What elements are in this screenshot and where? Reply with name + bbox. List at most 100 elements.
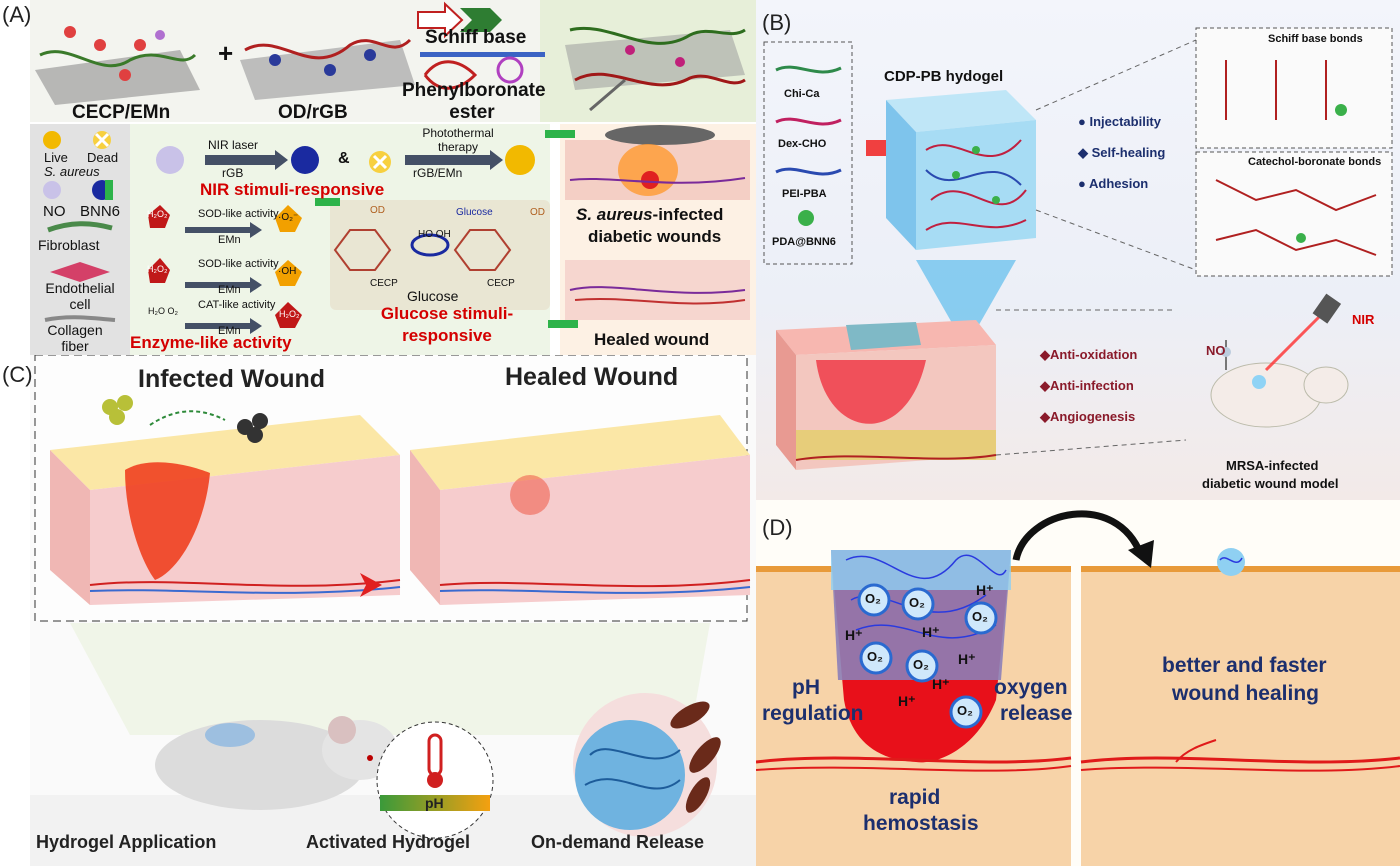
property-injectability: ● Injectability bbox=[1078, 114, 1161, 129]
model-line1: MRSA-infected bbox=[1226, 458, 1319, 473]
enzyme-title: Enzyme-like activity bbox=[130, 333, 292, 352]
legend-fibroblast: Fibroblast bbox=[38, 237, 100, 253]
panel-d-artwork bbox=[756, 510, 1400, 866]
h2o-o2: H₂O O₂ bbox=[148, 306, 178, 316]
infected-wound-line2: diabetic wounds bbox=[588, 227, 722, 246]
emn-1: EMn bbox=[218, 234, 241, 246]
glucose-label: Glucose bbox=[407, 288, 459, 304]
hydrogel-title: CDP-PB hydogel bbox=[884, 68, 1004, 85]
oxygen-release-line1: oxygen bbox=[994, 676, 1068, 699]
ph-regulation-line2: regulation bbox=[762, 702, 864, 725]
healed-wound-label: Healed wound bbox=[594, 330, 710, 349]
rgb-emn-label: rGB/EMn bbox=[413, 166, 463, 180]
h-plus-5: H⁺ bbox=[932, 676, 950, 692]
h-plus-6: H⁺ bbox=[898, 693, 916, 709]
panel-a-artwork bbox=[30, 0, 756, 355]
caption-activated-hydrogel: Activated Hydrogel bbox=[306, 832, 471, 852]
better-line1: better and faster bbox=[1162, 654, 1327, 677]
legend-live: Live bbox=[44, 150, 68, 165]
property-self-healing: ◆ Self-healing bbox=[1078, 145, 1166, 160]
model-line2: diabetic wound model bbox=[1202, 476, 1339, 491]
caption-on-demand-release: On-demand Release bbox=[531, 832, 705, 852]
effect-anti-oxidation: ◆Anti-oxidation bbox=[1040, 347, 1138, 362]
effect-anti-infection-text: Anti-infection bbox=[1050, 378, 1134, 393]
legend-chi-ca: Chi-Ca bbox=[784, 88, 820, 100]
ph-label: pH bbox=[425, 795, 444, 811]
legend-pei-pba: PEI-PBA bbox=[782, 188, 827, 200]
od-rgb-label: OD/rGB bbox=[278, 102, 348, 123]
property-adhesion-text: Adhesion bbox=[1088, 176, 1149, 191]
ho-oh-label: HO OH bbox=[418, 229, 451, 240]
legend-collagen: Collagen fiber bbox=[47, 322, 103, 354]
panel-b-artwork bbox=[763, 27, 1393, 470]
h2o2-2: H₂O₂ bbox=[147, 264, 168, 274]
h2o2-1: H₂O₂ bbox=[147, 209, 168, 219]
legend-dex-cho: Dex-CHO bbox=[778, 138, 827, 150]
schiff-bonds-title: Schiff base bonds bbox=[1268, 33, 1363, 45]
nir-stimuli-title: NIR stimuli-responsive bbox=[200, 180, 385, 199]
better-line2: wound healing bbox=[1172, 682, 1319, 705]
legend-pda-bnn6: PDA@BNN6 bbox=[772, 236, 836, 248]
infected-wound-title: S. aureus-infected bbox=[576, 205, 723, 225]
ph-regulation-line1: pH bbox=[792, 676, 820, 699]
healed-wound-heading: Healed Wound bbox=[505, 363, 679, 391]
effect-angiogenesis: ◆Angiogenesis bbox=[1040, 409, 1136, 424]
infected-italic: S. aureus bbox=[576, 205, 653, 224]
property-self-healing-text: Self-healing bbox=[1091, 145, 1166, 160]
photothermal-label: Photothermal therapy bbox=[422, 126, 494, 154]
panel-a-letter: (A) bbox=[2, 2, 32, 27]
rgb-label: rGB bbox=[222, 166, 244, 180]
nir-laser-label: NIR laser bbox=[208, 138, 259, 152]
legend-endothelial: Endothelial cell bbox=[45, 280, 115, 312]
infected-wound-heading: Infected Wound bbox=[138, 365, 326, 393]
o2-label-1: O₂ bbox=[865, 591, 881, 606]
legend-bnn6: BNN6 bbox=[80, 203, 121, 220]
plus-sign: + bbox=[218, 38, 234, 68]
ampersand: & bbox=[338, 150, 350, 167]
phenylboronate-label: Phenylboronate ester bbox=[402, 80, 546, 123]
h-plus-1: H⁺ bbox=[976, 582, 994, 598]
oh-radical: ·OH bbox=[278, 266, 297, 277]
cat-like: CAT-like activity bbox=[198, 299, 276, 311]
h-plus-2: H⁺ bbox=[845, 627, 863, 643]
infected-rest: -infected bbox=[652, 205, 724, 224]
emn-3: EMn bbox=[218, 325, 241, 337]
effect-anti-oxidation-text: Anti-oxidation bbox=[1050, 347, 1138, 362]
property-adhesion: ● Adhesion bbox=[1078, 176, 1149, 191]
o2-label-5: O₂ bbox=[913, 657, 929, 672]
emn-2: EMn bbox=[218, 284, 241, 296]
od-label-1: OD bbox=[370, 205, 385, 216]
panel-b-letter: (B) bbox=[762, 10, 792, 35]
o2-radical: ·O₂⁻ bbox=[278, 212, 299, 223]
o2-label-2: O₂ bbox=[909, 595, 925, 610]
legend-dead: Dead bbox=[87, 150, 119, 165]
cecp-emn-label: CECP/EMn bbox=[72, 102, 171, 123]
glucose-stimuli-title: Glucose stimuli-responsive bbox=[380, 304, 514, 345]
oxygen-release-line2: release bbox=[1000, 702, 1073, 725]
legend-no: NO bbox=[43, 203, 66, 220]
sod-like-1: SOD-like activity bbox=[198, 208, 279, 220]
sod-like-2: SOD-like activity bbox=[198, 258, 279, 270]
no-label-b: NO bbox=[1206, 343, 1226, 358]
panel-d-letter: (D) bbox=[762, 515, 793, 540]
catechol-bonds-title: Catechol-boronate bonds bbox=[1248, 156, 1382, 168]
legend-s-aureus: S. aureus bbox=[44, 164, 100, 179]
caption-hydrogel-application: Hydrogel Application bbox=[36, 832, 217, 852]
o2-label-3: O₂ bbox=[972, 609, 988, 624]
cecp-label-2: CECP bbox=[487, 278, 515, 289]
glucose-small-label: Glucose bbox=[456, 207, 493, 218]
rapid-line2: hemostasis bbox=[863, 812, 979, 835]
o2-label-6: O₂ bbox=[957, 703, 973, 718]
o2-label-4: O₂ bbox=[867, 649, 883, 664]
od-label-2: OD bbox=[530, 207, 545, 218]
cecp-label-1: CECP bbox=[370, 278, 398, 289]
h-plus-3: H⁺ bbox=[922, 624, 940, 640]
effect-angiogenesis-text: Angiogenesis bbox=[1050, 409, 1136, 424]
panel-c-letter: (C) bbox=[2, 362, 33, 387]
h-plus-4: H⁺ bbox=[958, 651, 976, 667]
rapid-line1: rapid bbox=[889, 786, 941, 809]
effect-anti-infection: ◆Anti-infection bbox=[1040, 378, 1134, 393]
schiff-base-label: Schiff base bbox=[425, 27, 527, 48]
panel-c-artwork bbox=[30, 355, 756, 866]
h2o2-3: H₂O₂ bbox=[279, 309, 300, 319]
